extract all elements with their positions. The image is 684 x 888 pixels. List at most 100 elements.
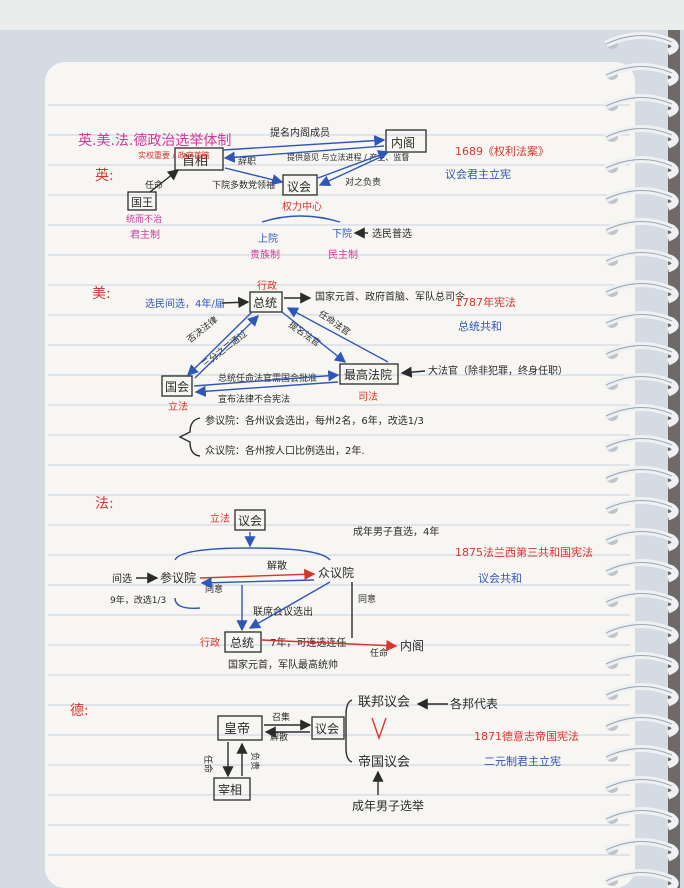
- binding-ring-edge: [605, 592, 673, 603]
- uk-pm: 首相: [182, 154, 208, 169]
- uk-cabinet: 内阁: [391, 136, 415, 150]
- uk-king-note2: 君主制: [130, 228, 160, 241]
- us-congress: 国会: [165, 380, 189, 394]
- uk-trust: 下院多数党领袖: [212, 179, 275, 191]
- binding-ring-edge: [605, 65, 673, 76]
- uk-lower1: 下院: [332, 227, 352, 240]
- uk-pm-note: 实权重要 / 政府首脑: [138, 150, 210, 160]
- uk-arrows: [149, 135, 390, 239]
- de-arrows: [222, 698, 448, 795]
- fr-house: 众议院: [318, 566, 354, 580]
- uk-cabinet-box: [385, 129, 427, 153]
- fr-exec: 行政: [200, 636, 220, 649]
- fr-arrows: [136, 532, 398, 652]
- de-states: 各邦代表: [450, 696, 498, 711]
- de-label: 德:: [70, 703, 89, 719]
- binding-ring-edge: [605, 716, 673, 727]
- de-adults: 成年男子选举: [352, 799, 424, 813]
- de-date: 1871德意志帝国宪法: [474, 729, 579, 743]
- uk-parliament: 议会: [287, 180, 311, 194]
- uk-supervise: 提供意见 与立法进程 / 产生、监督: [287, 152, 409, 162]
- us-check1: 总统任命法官需国会批准: [218, 372, 317, 384]
- de-chancellor: 宰相: [218, 782, 242, 797]
- binding-ring-edge: [605, 406, 673, 417]
- binding-ring-edge: [605, 685, 673, 696]
- us-system: 总统共和: [458, 319, 502, 333]
- fr-system: 议会共和: [478, 572, 522, 585]
- ruled-lines: [48, 104, 630, 856]
- de-emperor-box: [217, 715, 263, 741]
- de-responsible: 负责: [249, 752, 261, 770]
- binding-ring-edge: [605, 871, 673, 882]
- fr-parliament: 议会: [238, 514, 262, 528]
- us-congress-box: [161, 375, 193, 397]
- fr-parliament-box: [234, 509, 266, 531]
- binding-ring-edge: [605, 158, 673, 169]
- de-emperor: 皇帝: [224, 721, 250, 737]
- fr-roles: 国家元首，军队最高统帅: [228, 658, 338, 671]
- binding-ring-edge: [605, 747, 673, 758]
- uk-king-box: [127, 191, 157, 211]
- fr-leg: 立法: [210, 512, 230, 525]
- binding-ring-edge: [605, 623, 673, 634]
- fr-label: 法:: [95, 496, 114, 512]
- us-president-box: [249, 291, 283, 313]
- fr-date: 1875法兰西第三共和国宪法: [455, 545, 593, 559]
- de-parliament-box: [311, 716, 345, 740]
- fr-direct: 成年男子直选，4年: [353, 525, 439, 538]
- uk-system: 议会君主立宪: [445, 167, 511, 181]
- fr-senate: 参议院: [160, 570, 196, 585]
- de-chancellor-box: [213, 777, 251, 801]
- fr-dissolve: 解散: [267, 559, 287, 572]
- us-court: 最高法院: [344, 367, 392, 382]
- us-jud: 司法: [358, 390, 378, 403]
- binding-ring-edge: [605, 344, 673, 355]
- binding-ring-edge: [605, 189, 673, 200]
- de-imperial: 帝国议会: [358, 754, 410, 770]
- us-vote: 选民间选，4年/届: [145, 297, 225, 310]
- binding-ring-edge: [605, 251, 673, 262]
- uk-resign: 辞职: [238, 155, 256, 167]
- binding-ring-edge: [605, 96, 673, 107]
- us-leg: 立法: [168, 400, 188, 413]
- paper: [45, 62, 635, 888]
- de-dissolve: 解散: [270, 731, 288, 743]
- binding-ring-edge: [605, 561, 673, 572]
- uk-election: 选民普选: [372, 227, 412, 240]
- us-roles: 国家元首、政府首脑、军队总司令: [315, 290, 465, 303]
- spiral-binding: [604, 30, 680, 888]
- binding-ring-edge: [605, 468, 673, 479]
- fr-joint: 联席会议选出: [253, 605, 313, 618]
- de-federal: 联邦议会: [358, 695, 410, 710]
- binding-ring-edge: [605, 34, 673, 45]
- fr-cabinet: 内阁: [400, 639, 424, 653]
- uk-advise: 提名内阁成员: [270, 126, 330, 139]
- binding-ring-edge: [605, 530, 673, 541]
- us-date: 1787年宪法: [455, 295, 516, 309]
- us-house: 众议院：各州按人口比例选出，2年.: [205, 444, 365, 457]
- title-text: 英.美.法.德政治选举体制: [78, 132, 231, 149]
- fr-agree: 同意: [205, 583, 223, 595]
- uk-king-note1: 统而不治: [126, 213, 162, 225]
- uk-label: 英:: [95, 167, 114, 184]
- binding-ring-edge: [605, 282, 673, 293]
- us-court-box: [339, 363, 399, 385]
- fr-consent: 同意: [358, 593, 376, 605]
- us-arrows: [178, 292, 426, 457]
- uk-power: 权力中心: [282, 200, 322, 213]
- binding-ring-edge: [605, 809, 673, 820]
- binding-ring-edge: [605, 375, 673, 386]
- fr-indirect: 间选: [112, 572, 132, 585]
- fr-term: 9年，改选1/3: [110, 594, 166, 606]
- binding-ring-edge: [605, 437, 673, 448]
- us-exec: 行政: [257, 279, 277, 292]
- fr-appoint: 任命: [370, 647, 388, 659]
- binding-ring-edge: [605, 220, 673, 231]
- binding-ring-edge: [605, 840, 673, 851]
- binding-ring-edge: [605, 127, 673, 138]
- fr-president-box: [224, 631, 262, 653]
- us-check2: 宣布法律不合宪法: [218, 393, 290, 405]
- de-system: 二元制君主立宪: [484, 754, 561, 768]
- uk-king: 国王: [131, 196, 153, 209]
- us-senate: 参议院：各州议会选出，每州2名，6年，改选1/3: [205, 414, 424, 427]
